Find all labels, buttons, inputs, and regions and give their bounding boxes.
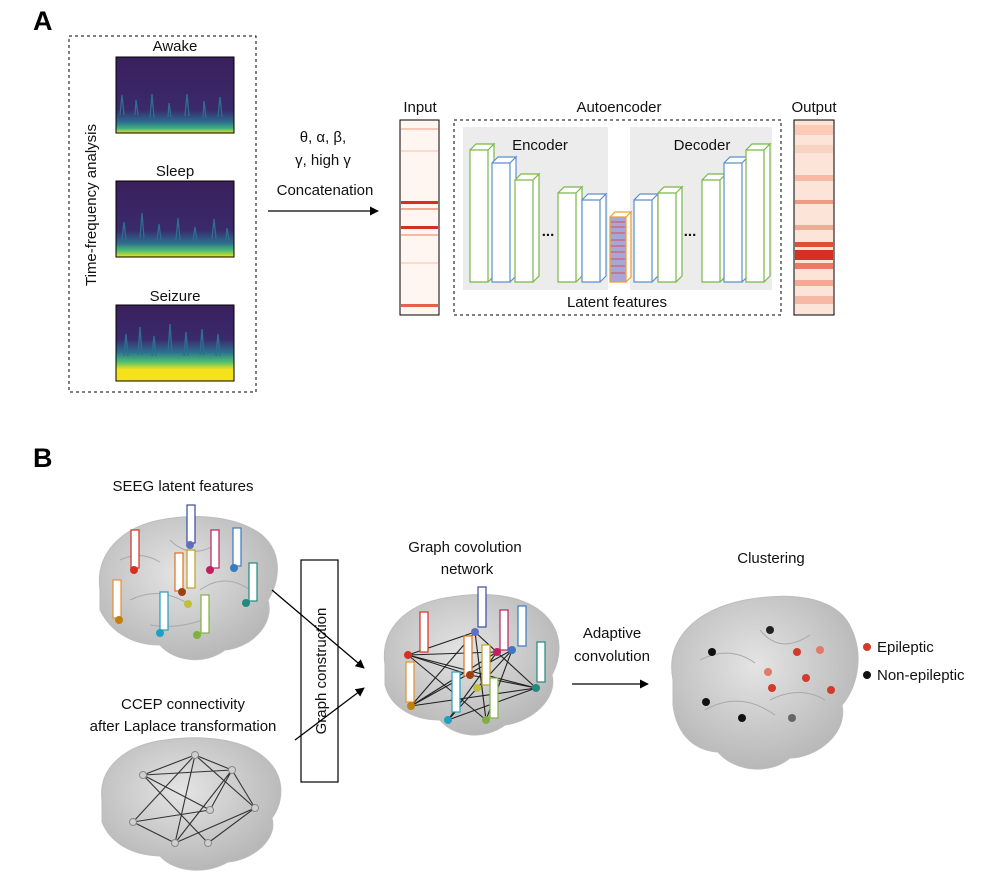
input-label: Input	[403, 99, 437, 116]
bands-label: θ, α, β,	[300, 129, 346, 146]
encoder-layers	[469, 142, 608, 283]
adaptive-label-2: convolution	[574, 648, 650, 665]
ccep-nodes	[129, 751, 259, 847]
decoder-label: Decoder	[674, 137, 731, 154]
sleep-label: Sleep	[156, 163, 194, 180]
encoder-ellipsis: ...	[542, 223, 555, 240]
legend-non-epileptic-marker	[863, 671, 871, 679]
panel-b-letter: B	[33, 443, 53, 473]
sleep-bursts	[121, 212, 230, 242]
output-label: Output	[791, 99, 837, 116]
seizure-bursts	[123, 323, 221, 357]
legend-non-epileptic-label: Non-epileptic	[877, 667, 965, 684]
graph-construction-box	[300, 559, 339, 783]
seeg-to-gcn-arrow	[271, 589, 365, 669]
gcn-electrodes	[404, 586, 546, 724]
legend: Epileptic Non-epileptic	[863, 639, 965, 684]
ccep-connections	[132, 754, 256, 844]
bands-label-2: γ, high γ	[295, 152, 351, 169]
spectrogram-box	[68, 35, 257, 393]
clustering-label: Clustering	[737, 550, 805, 567]
ccep-brain	[101, 737, 282, 871]
seeg-electrodes	[112, 504, 258, 639]
graph-construction-label: Graph construction	[313, 608, 330, 735]
legend-epileptic-marker	[863, 643, 871, 651]
adaptive-label-1: Adaptive	[583, 625, 641, 642]
time-frequency-label: Time-frequency analysis	[83, 124, 100, 286]
awake-label: Awake	[153, 38, 198, 55]
seeg-label: SEEG latent features	[113, 478, 254, 495]
cluster-nodes	[702, 626, 835, 722]
ccep-to-gcn-arrow	[294, 687, 365, 741]
decoder-ellipsis: ...	[684, 223, 697, 240]
input-heatmap	[399, 119, 440, 316]
latent-features	[609, 210, 633, 283]
gcn-label-1: Graph covolution	[408, 539, 521, 556]
seizure-label: Seizure	[150, 288, 201, 305]
encoder-label: Encoder	[512, 137, 568, 154]
awake-bursts	[119, 93, 223, 119]
panel-a-letter: A	[33, 6, 53, 36]
legend-epileptic-label: Epileptic	[877, 639, 934, 656]
concatenation-label: Concatenation	[277, 182, 374, 199]
ccep-label-2: after Laplace transformation	[90, 718, 277, 735]
latent-features-label: Latent features	[567, 294, 667, 311]
autoencoder-label: Autoencoder	[576, 99, 661, 116]
sleep-spectrogram	[115, 180, 235, 258]
awake-spectrogram	[115, 56, 235, 134]
decoder-layers	[633, 142, 772, 283]
output-heatmap	[793, 119, 835, 316]
clustering-brain	[671, 595, 859, 770]
seizure-spectrogram	[115, 304, 235, 382]
autoencoder-box	[453, 119, 782, 316]
gcn-label-2: network	[441, 561, 494, 578]
ccep-label-1: CCEP connectivity	[121, 696, 245, 713]
